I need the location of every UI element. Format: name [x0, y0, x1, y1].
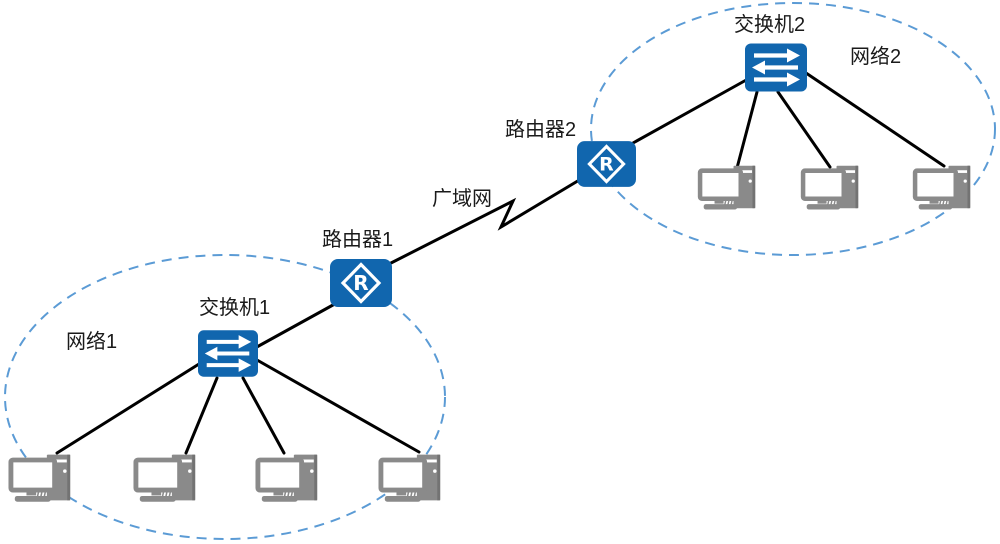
network1-computer-1 [11, 455, 70, 502]
link-switch2-pc7 [804, 71, 946, 168]
link-switch1-pc2 [184, 376, 219, 455]
network1-zone-label: 网络1 [66, 330, 117, 353]
network1-computer-3 [258, 455, 317, 502]
switch1-label: 交换机1 [199, 296, 270, 319]
link-switch1-pc4 [255, 358, 421, 454]
network2-computer-1 [700, 166, 755, 210]
link-switch2-pc5 [735, 90, 759, 170]
router1-icon [330, 259, 392, 307]
network2-zone-label: 网络2 [850, 45, 901, 68]
network2-computer-2 [803, 166, 858, 210]
network2-computer-3 [915, 166, 970, 210]
links [55, 71, 946, 455]
network2-zone-ellipse [590, 2, 996, 256]
router1-label: 路由器1 [322, 228, 393, 251]
switch2-label: 交换机2 [734, 13, 805, 36]
network1-zone-ellipse [4, 254, 446, 540]
network1-computer-4 [381, 455, 440, 502]
router2-label: 路由器2 [505, 118, 576, 141]
network1-computer-2 [136, 455, 195, 502]
link-switch1-pc1 [55, 362, 201, 455]
link-switch1-router1 [253, 298, 344, 350]
link-switch2-pc6 [776, 90, 832, 169]
link-router1-router2-wan-zigzag [389, 177, 583, 265]
link-router2-switch2 [631, 77, 750, 145]
router2-icon [577, 141, 636, 187]
switch2-icon [745, 43, 807, 92]
link-switch1-pc3 [241, 376, 286, 455]
wan-link-label: 广域网 [432, 187, 492, 210]
switch1-icon [198, 330, 258, 377]
